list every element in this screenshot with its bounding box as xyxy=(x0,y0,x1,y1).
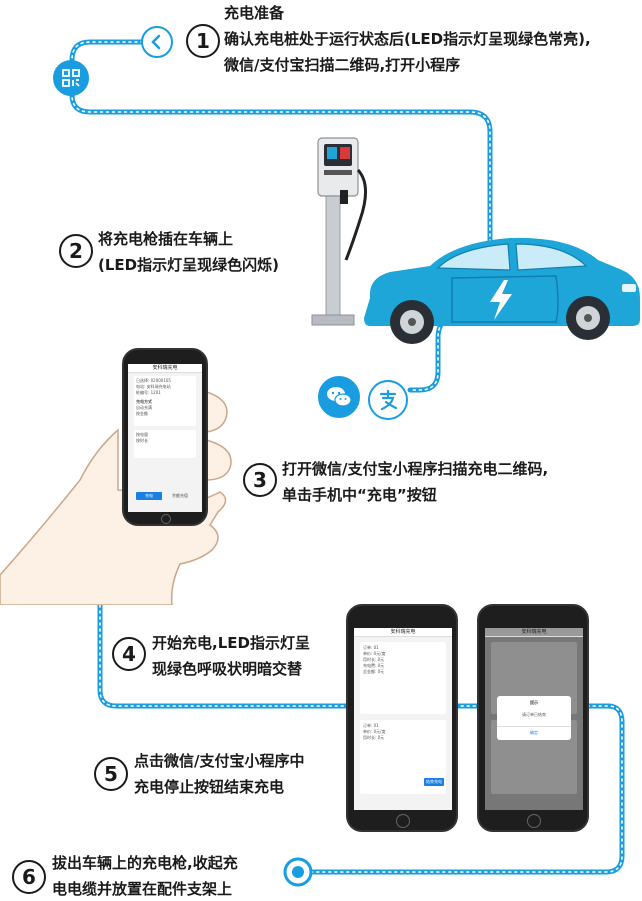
phone-app-charging-card-1: 订单: 01 单价: 0元/度 用时长: 0元 充电费: 0元 总金额: 0元 xyxy=(360,642,446,714)
step-4-number: 4 xyxy=(112,637,146,671)
step-1-line-3: 微信/支付宝扫描二维码,打开小程序 xyxy=(224,56,461,74)
phone-app-start-card: 已选择: 02000105 电站: 安科瑞充电站 桩编号: 1201 充电方式 … xyxy=(134,376,196,426)
end-dialog-message: 请订单已结束 xyxy=(522,712,546,717)
phone-app-charging-title: 安科瑞充电 xyxy=(354,628,452,637)
phone-app-start-title: 安科瑞充电 xyxy=(128,364,202,373)
phone2-row-1: 单价: 0元/度 xyxy=(363,651,386,656)
electric-car xyxy=(364,237,640,344)
step-2-line-1: 将充电枪插在车辆上 xyxy=(98,230,234,248)
alipay-icon xyxy=(368,380,408,420)
phone1-row-2: 桩编号: 1201 xyxy=(136,390,161,395)
step-3-line-1: 打开微信/支付宝小程序扫描充电二维码, xyxy=(282,460,549,478)
phone1-row-1: 电站: 安科瑞充电站 xyxy=(136,384,171,389)
step-2-text: 将充电枪插在车辆上 (LED指示灯呈现绿色闪烁) xyxy=(98,226,279,278)
phone-app-ended-title: 安科瑞充电 xyxy=(485,628,583,637)
step-1-line-1: 充电准备 xyxy=(224,4,285,22)
back-icon xyxy=(141,26,173,58)
phone-app-start: 安科瑞充电 已选择: 02000105 电站: 安科瑞充电站 桩编号: 1201… xyxy=(122,348,208,526)
end-dialog-ok-button[interactable]: 确定 xyxy=(497,726,571,736)
phone2-row-1b: 单价: 0元/度 xyxy=(363,729,386,734)
step-4-line-1: 开始充电,LED指示灯呈 xyxy=(152,634,310,652)
step-2-line-2: (LED指示灯呈现绿色闪烁) xyxy=(98,256,279,274)
phone-app-ended-screen: 安科瑞充电 提示 请订单已结束 确定 xyxy=(485,628,583,810)
step-6-line-1: 拔出车辆上的充电枪,收起充 xyxy=(52,854,238,872)
step-3-line-2: 单击手机中“充电”按钮 xyxy=(282,486,437,504)
step-1-number: 1 xyxy=(186,24,220,58)
step-4-line-2: 现绿色呼吸状明暗交替 xyxy=(152,660,303,678)
stop-charging-button[interactable]: 结束充电 xyxy=(424,778,444,786)
phone-app-start-options: 按电量 按时长 xyxy=(134,430,196,458)
step-5-number: 5 xyxy=(94,757,128,791)
phone2-row-2: 用时长: 0元 xyxy=(363,657,385,662)
charging-bolt-icon xyxy=(490,280,512,320)
phone-app-charging: 安科瑞充电 订单: 01 单价: 0元/度 用时长: 0元 充电费: 0元 总金… xyxy=(346,604,458,832)
phone1-row-3: 充电方式 xyxy=(136,399,152,404)
step-3-text: 打开微信/支付宝小程序扫描充电二维码, 单击手机中“充电”按钮 xyxy=(282,456,548,508)
phone2-row-3: 充电费: 0元 xyxy=(363,663,385,668)
step-2-number: 2 xyxy=(59,234,93,268)
step-5-line-2: 充电停止按钮结束充电 xyxy=(134,778,285,796)
home-button[interactable] xyxy=(527,814,541,828)
step-1-text: 充电准备 确认充电桩处于运行状态后(LED指示灯呈现绿色常亮), 微信/支付宝扫… xyxy=(224,0,591,78)
phone-app-start-button[interactable]: 充电 xyxy=(136,492,162,500)
wechat-icon xyxy=(318,376,360,418)
end-dialog: 提示 请订单已结束 确定 xyxy=(497,696,571,740)
home-button[interactable] xyxy=(396,814,410,828)
phone-app-topup-link[interactable]: 余额充值 xyxy=(172,493,188,498)
step-5-line-1: 点击微信/支付宝小程序中 xyxy=(134,752,305,770)
phone2-row-0: 订单: 01 xyxy=(363,645,379,650)
step-5-text: 点击微信/支付宝小程序中 充电停止按钮结束充电 xyxy=(134,748,304,800)
phone-app-charging-screen: 安科瑞充电 订单: 01 单价: 0元/度 用时长: 0元 充电费: 0元 总金… xyxy=(354,628,452,810)
phone1-row-5[interactable]: 按金额 xyxy=(136,411,148,416)
phone1-row-7[interactable]: 按时长 xyxy=(136,438,148,443)
charging-pile xyxy=(311,137,367,326)
phone1-row-6[interactable]: 按电量 xyxy=(136,432,148,437)
phone-app-start-screen: 安科瑞充电 已选择: 02000105 电站: 安科瑞充电站 桩编号: 1201… xyxy=(128,364,202,512)
phone-app-ended: 安科瑞充电 提示 请订单已结束 确定 xyxy=(477,604,589,832)
phone2-row-2b: 用时长: 0元 xyxy=(363,735,385,740)
end-dialog-title: 提示 xyxy=(530,700,538,705)
step-3-number: 3 xyxy=(243,463,277,497)
phone1-row-0: 已选择: 02000105 xyxy=(136,378,171,383)
phone2-row-4: 总金额: 0元 xyxy=(363,669,385,674)
phone2-row-0b: 订单: 01 xyxy=(363,723,379,728)
step-6-text: 拔出车辆上的充电枪,收起充 电电缆并放置在配件支架上 xyxy=(52,850,238,901)
step-6-line-2: 电电缆并放置在配件支架上 xyxy=(52,880,233,898)
step-4-text: 开始充电,LED指示灯呈 现绿色呼吸状明暗交替 xyxy=(152,630,310,682)
phone1-row-4[interactable]: 自动充满 xyxy=(136,405,152,410)
qr-code-icon xyxy=(53,60,89,96)
step-1-line-2: 确认充电桩处于运行状态后(LED指示灯呈现绿色常亮), xyxy=(224,30,591,48)
step-6-number: 6 xyxy=(12,860,46,894)
home-button[interactable] xyxy=(161,514,171,524)
